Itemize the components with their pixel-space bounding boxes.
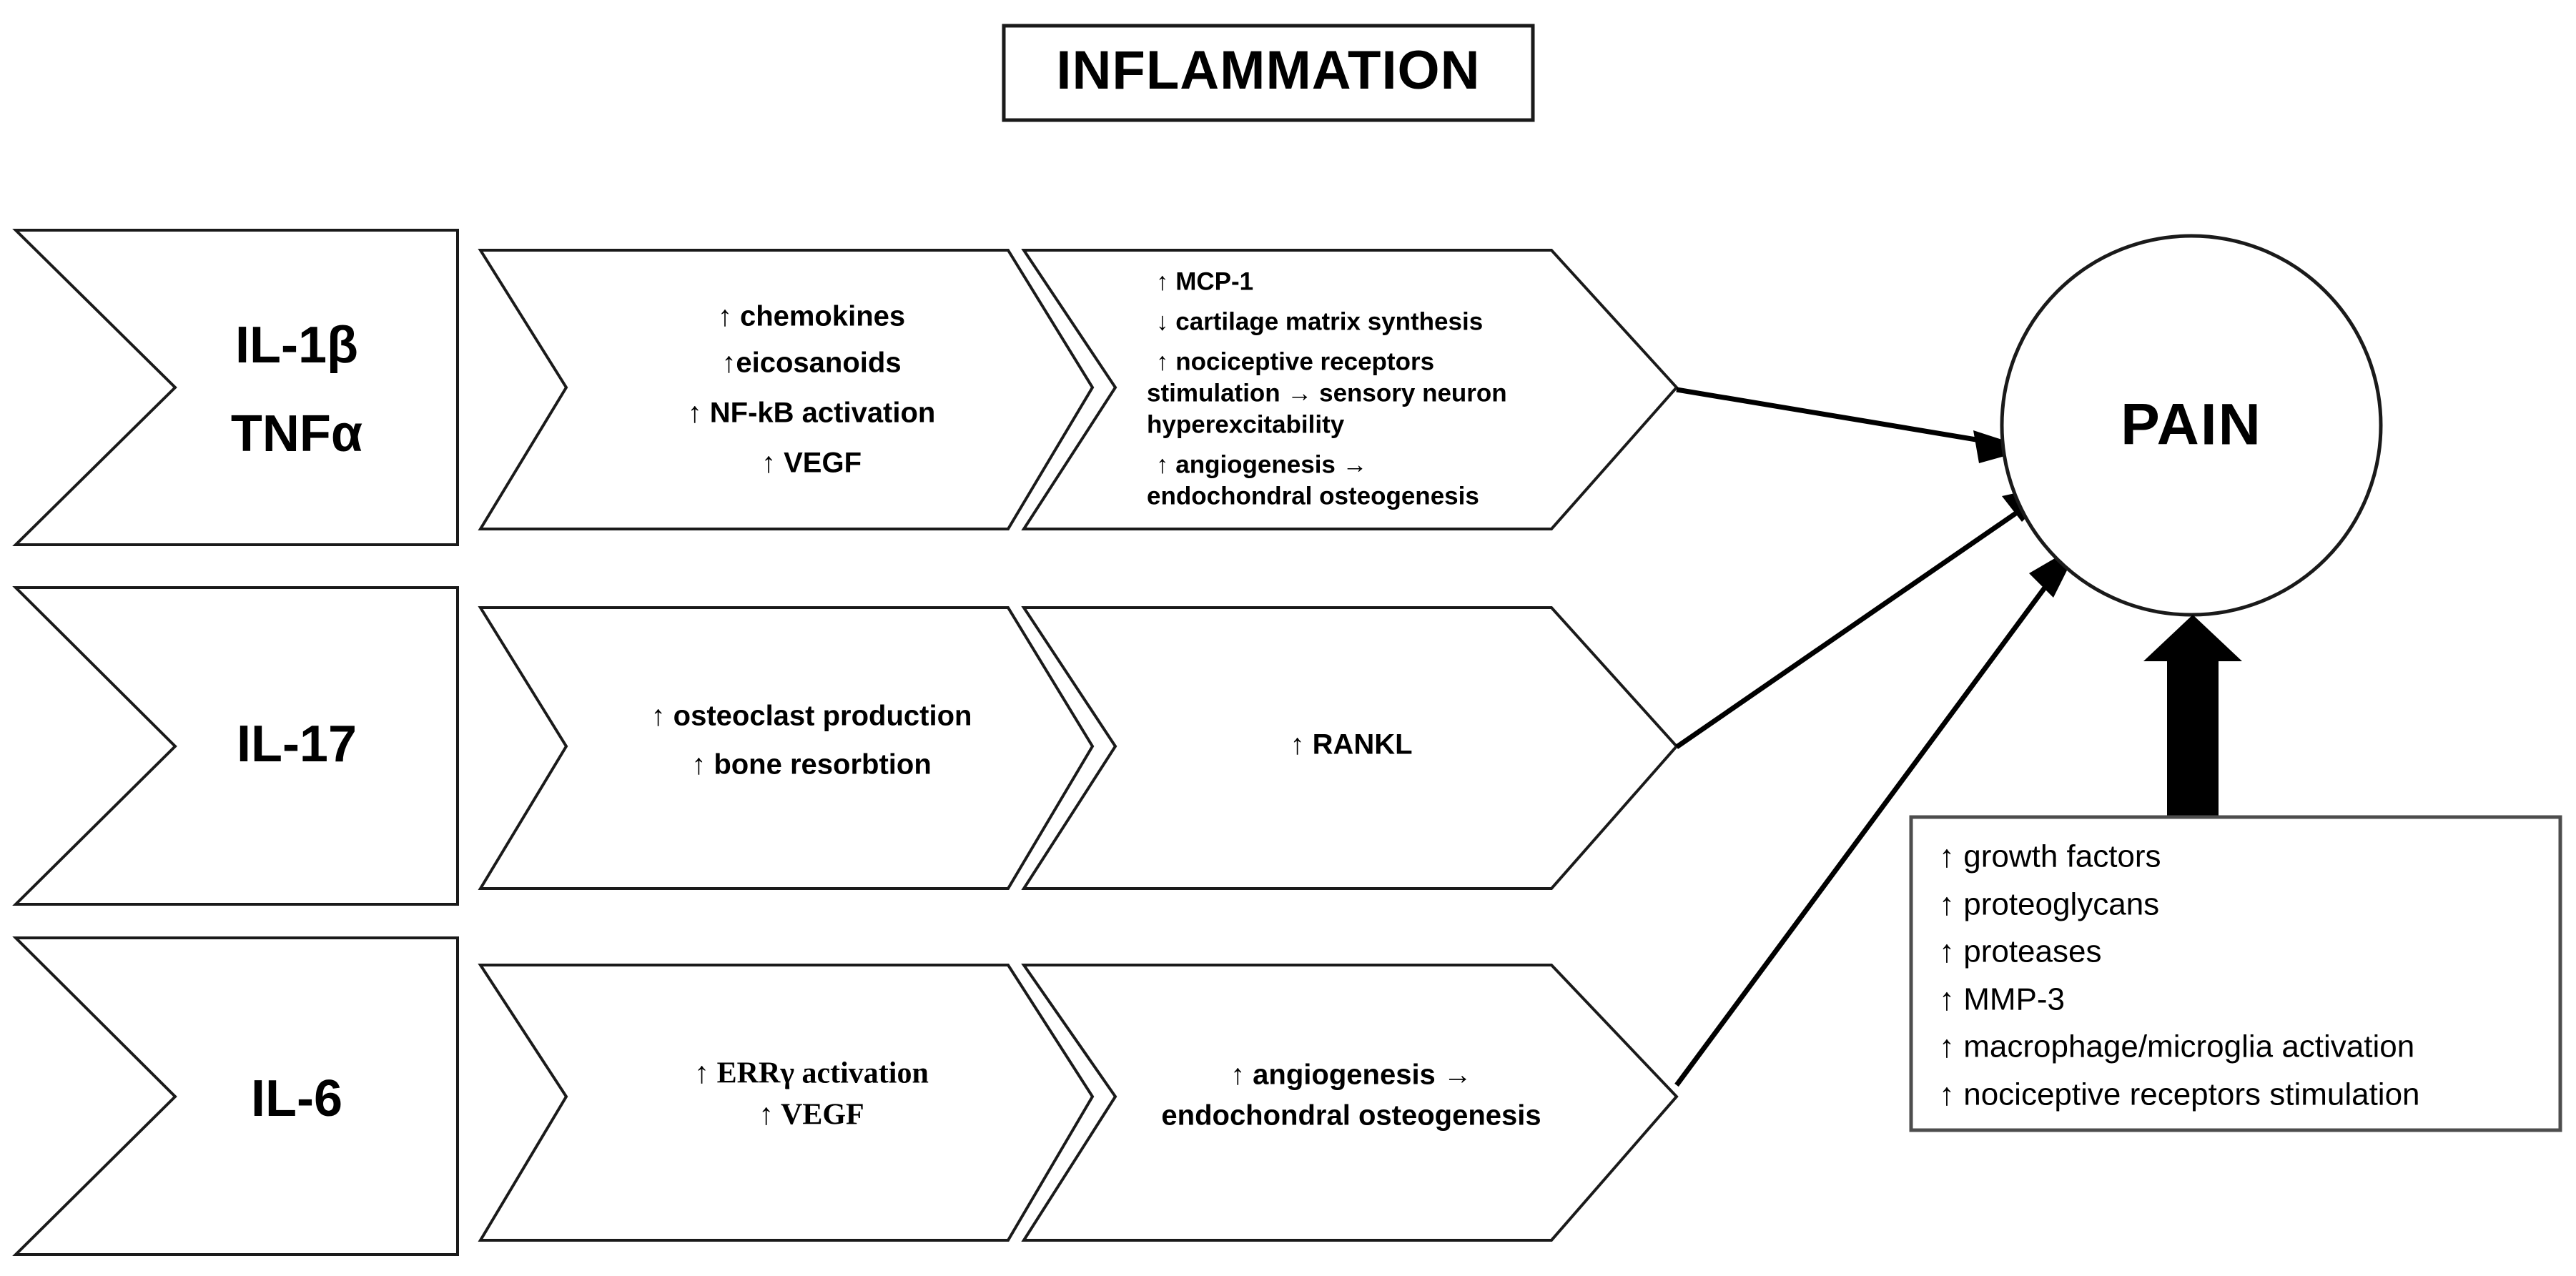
chevron-stage1-row2[interactable]: [12, 586, 459, 906]
title-box: INFLAMMATION: [1002, 24, 1535, 122]
stage3-row1-line-0: ↑ MCP-1: [1156, 267, 1253, 295]
stage2-row1-line-3: ↑ VEGF: [761, 447, 862, 479]
chevron-stage2-row3[interactable]: [478, 964, 1095, 1242]
chevron-stage1-row3[interactable]: [12, 936, 459, 1256]
row-il1b-tnfa: IL-1β TNFα ↑ chemokines ↑eicosanoids ↑ N…: [12, 229, 1679, 546]
chevron-stage3-row2[interactable]: [1021, 606, 1679, 890]
cytokine-label-row1-line1: IL-1β: [235, 317, 358, 374]
info-box-outline: [1909, 815, 2562, 1132]
stage2-row1-line-0: ↑ chemokines: [718, 301, 905, 332]
cytokine-label-row1-line2: TNFα: [231, 405, 362, 463]
chevron-stage1-row1[interactable]: [12, 229, 459, 546]
info-box-line-5: ↑ nociceptive receptors stimulation: [1939, 1077, 2420, 1112]
stage2-row1-line-1: ↑eicosanoids: [721, 347, 901, 379]
pain-node[interactable]: PAIN: [2000, 234, 2383, 617]
stage2-row3-line-0: ↑ ERRγ activation: [694, 1057, 929, 1090]
stage3-row1-line-5: ↑ angiogenesis →: [1156, 450, 1368, 478]
stage2-row2-line-0: ↑ osteoclast production: [651, 701, 972, 732]
info-box-line-0: ↑ growth factors: [1939, 839, 2161, 874]
arrow-row1-to-pain: [1676, 387, 2030, 463]
stage3-row1-line-1: ↓ cartilage matrix synthesis: [1156, 307, 1483, 335]
stage2-row2-line-1: ↑ bone resorbtion: [691, 749, 932, 781]
info-box-line-1: ↑ proteoglycans: [1939, 887, 2159, 922]
cytokine-label-row2-line1: IL-17: [237, 716, 357, 773]
pain-circle-outline: [2000, 234, 2383, 617]
stage3-row3-line-0: ↑ angiogenesis →: [1230, 1059, 1472, 1091]
title-box-outline: [1002, 24, 1535, 122]
stage3-row2-line-0: ↑ RANKL: [1290, 729, 1412, 761]
info-box: ↑ growth factors ↑ proteoglycans ↑ prote…: [1909, 815, 2562, 1132]
stage2-row3-line-1: ↑ VEGF: [759, 1099, 864, 1132]
chevron-stage2-row1[interactable]: [478, 249, 1095, 530]
title-label: INFLAMMATION: [1056, 40, 1480, 101]
chevron-stage3-row1[interactable]: [1021, 249, 1679, 530]
stage3-row1-line-3: stimulation → sensory neuron: [1147, 379, 1507, 407]
stage2-row1-line-2: ↑ NF-kB activation: [688, 397, 936, 429]
info-box-line-3: ↑ MMP-3: [1939, 982, 2065, 1017]
row-il6: IL-6 ↑ ERRγ activation ↑ VEGF ↑ angiogen…: [12, 936, 1679, 1256]
arrow-row2-to-pain: [1675, 483, 2061, 749]
info-box-line-2: ↑ proteases: [1939, 934, 2101, 969]
stage3-row1-line-2: ↑ nociceptive receptors: [1156, 347, 1434, 375]
chevron-stage3-row3[interactable]: [1021, 964, 1679, 1242]
chevron-stage2-row2[interactable]: [478, 606, 1095, 890]
row-il17: IL-17 ↑ osteoclast production ↑ bone res…: [12, 586, 1679, 906]
bold-up-arrow-to-pain: [2143, 615, 2242, 819]
stage3-row3-line-1: endochondral osteogenesis: [1161, 1100, 1541, 1132]
cytokine-label-row3-line1: IL-6: [251, 1070, 342, 1127]
pain-label: PAIN: [2121, 392, 2262, 458]
info-box-line-4: ↑ macrophage/microglia activation: [1939, 1029, 2414, 1064]
stage3-row1-line-6: endochondral osteogenesis: [1147, 482, 1479, 510]
stage3-row1-line-4: hyperexcitability: [1147, 410, 1345, 438]
